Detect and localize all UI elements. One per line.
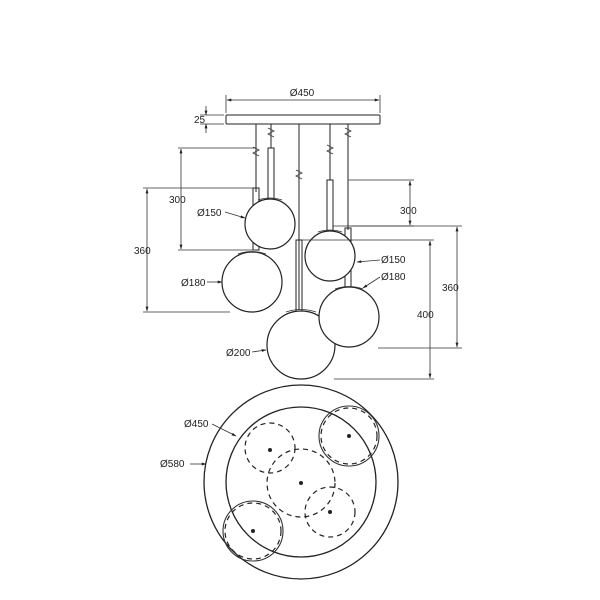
canopy-height-dimension: 25 bbox=[194, 106, 224, 133]
right-drop-short-label: 300 bbox=[400, 206, 417, 217]
elevation-view: Ø450 25 bbox=[134, 88, 462, 380]
plan-globe-top-right bbox=[318, 405, 380, 467]
right-drop-dimensions: 300 360 400 bbox=[302, 179, 462, 380]
plan-inner-label: Ø450 bbox=[184, 419, 209, 430]
plan-view: Ø450 Ø580 bbox=[160, 384, 399, 580]
globe-150-left bbox=[244, 198, 296, 250]
left-globe-labels: Ø150 Ø180 Ø200 bbox=[181, 208, 267, 359]
globe-150-right bbox=[304, 230, 356, 282]
plan-globe-bottom-left bbox=[222, 500, 284, 562]
right-globe-labels: Ø150 Ø180 bbox=[356, 255, 406, 289]
canopy-width-dimension: Ø450 bbox=[225, 88, 381, 113]
left-drop-long-label: 360 bbox=[134, 246, 151, 257]
canopy-plate bbox=[225, 114, 381, 125]
globe-180-right bbox=[318, 286, 380, 348]
globe-200 bbox=[266, 310, 336, 380]
globe-150-left-label: Ø150 bbox=[197, 208, 222, 219]
right-drop-center-label: 400 bbox=[417, 310, 434, 321]
globe-150-right-label: Ø150 bbox=[381, 255, 406, 266]
globe-180-left bbox=[221, 251, 283, 313]
globe-180-right-label: Ø180 bbox=[381, 272, 406, 283]
plan-center-dots bbox=[251, 434, 351, 533]
globe-180-left-label: Ø180 bbox=[181, 278, 206, 289]
globe-200-label: Ø200 bbox=[226, 348, 251, 359]
plan-outer-circle bbox=[203, 384, 399, 580]
plan-inner-circle bbox=[225, 406, 377, 558]
canopy-width-label: Ø450 bbox=[290, 88, 315, 99]
globes bbox=[221, 197, 380, 380]
left-drop-dimensions: 300 360 bbox=[134, 147, 256, 313]
canopy-height-label: 25 bbox=[194, 115, 206, 126]
plan-outer-label: Ø580 bbox=[160, 459, 185, 470]
suspension-cables bbox=[255, 124, 349, 310]
right-drop-long-label: 360 bbox=[442, 283, 459, 294]
cable-adjusters bbox=[252, 127, 352, 180]
left-drop-short-label: 300 bbox=[169, 195, 186, 206]
plan-dashed-globes bbox=[224, 407, 378, 560]
